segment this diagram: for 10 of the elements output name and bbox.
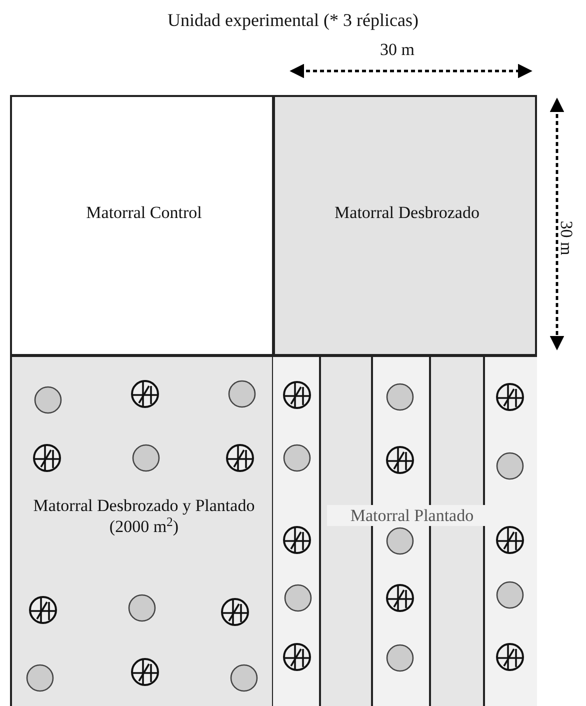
dimension-label: 30 m xyxy=(556,220,576,256)
plot-area xyxy=(10,95,274,356)
area-label: Matorral Desbrozado y Plantado (2000 m$^{2}$) xyxy=(32,495,256,537)
area-label: Matorral Desbrozado xyxy=(334,202,480,223)
plot-area xyxy=(273,355,537,706)
plot-area xyxy=(273,95,537,356)
plot-area xyxy=(10,355,274,706)
area-label: Matorral Control xyxy=(85,202,203,223)
diagram-title: Unidad experimental (* 3 réplicas) xyxy=(166,9,420,32)
dimension-label: 30 m xyxy=(380,40,414,60)
